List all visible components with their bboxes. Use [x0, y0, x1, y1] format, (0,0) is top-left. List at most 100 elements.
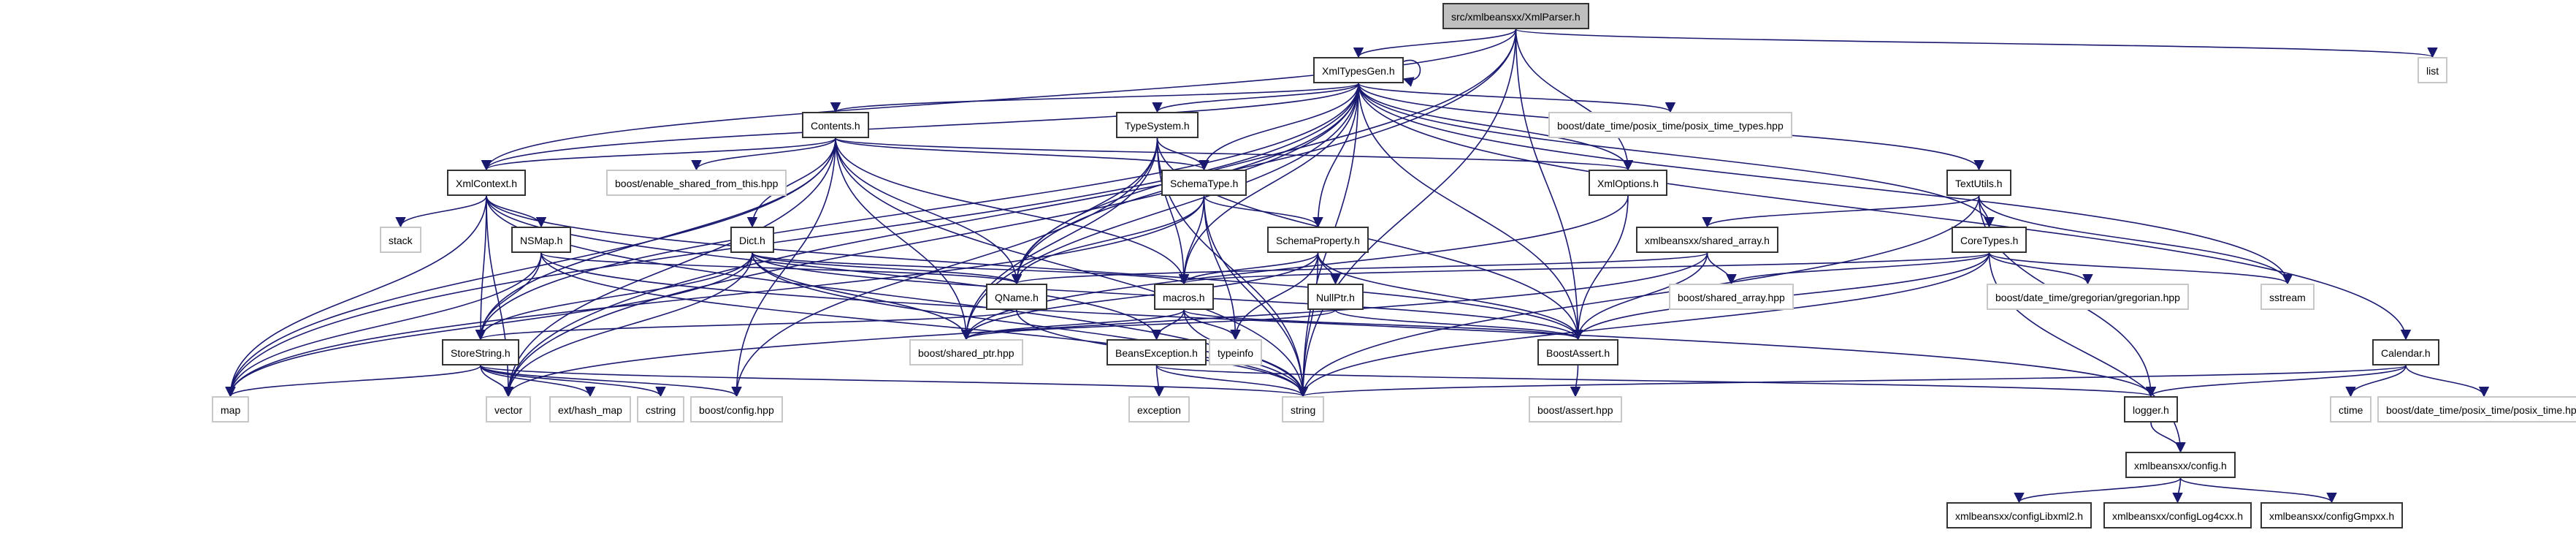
- node-xml-parser[interactable]: src/xmlbeansxx/XmlParser.h: [1442, 3, 1589, 29]
- node-dict[interactable]: Dict.h: [730, 227, 774, 253]
- edge-sharedArrayH-to-vector: [503, 252, 1708, 398]
- edge-CoreTypes-to-string: [1297, 252, 1990, 398]
- edge-Contents-to-SchemaType: [835, 137, 1209, 171]
- edge-XmlTypesGen-to-XmlTypesGen: [1402, 59, 1421, 87]
- edge-XmlParser-to-vector: [502, 29, 1517, 398]
- edge-TypeSystem-to-sharedPtr: [960, 137, 1158, 341]
- edge-SchemaProperty-to-BoostAssert: [1317, 252, 1583, 341]
- node-q-name[interactable]: QName.h: [986, 284, 1047, 310]
- node-xml-context[interactable]: XmlContext.h: [447, 170, 527, 196]
- edge-SchemaProperty-to-typeinfo: [1230, 252, 1319, 341]
- edge-XmlContext-to-StoreString: [475, 195, 487, 341]
- edge-XmlTypesGen-to-TypeSystem: [1152, 83, 1359, 113]
- edge-StoreString-to-string: [480, 365, 1308, 398]
- node-stack: stack: [380, 227, 421, 253]
- node-xml-types-gen[interactable]: XmlTypesGen.h: [1313, 57, 1404, 83]
- edge-Contents-to-XmlOptions: [835, 137, 1633, 171]
- edge-SchemaType-to-SchemaProperty: [1203, 195, 1323, 228]
- edge-XmlTypesGen-to-posixTypes: [1358, 83, 1675, 113]
- node-xml-options[interactable]: XmlOptions.h: [1589, 170, 1668, 196]
- edge-SchemaType-to-macros: [1178, 195, 1205, 285]
- node-shared-array-h[interactable]: xmlbeansxx/shared_array.h: [1636, 227, 1778, 253]
- node-n-s-map[interactable]: NSMap.h: [511, 227, 572, 253]
- edge-NSMap-to-QName: [540, 252, 1022, 285]
- edge-config-to-configGmpxx: [2179, 477, 2337, 504]
- edge-XmlTypesGen-to-Calendar: [1358, 83, 2412, 341]
- edge-NSMap-to-map: [225, 252, 542, 398]
- node-config-libxml2[interactable]: xmlbeansxx/configLibxml2.h: [1946, 502, 2092, 528]
- edge-XmlContext-to-map: [225, 195, 487, 398]
- edge-config-to-configLog4cxx: [2172, 477, 2183, 504]
- node-boost-assert-hpp: boost/assert.hpp: [1529, 396, 1622, 423]
- node-config[interactable]: xmlbeansxx/config.h: [2125, 452, 2236, 478]
- node-exception: exception: [1128, 396, 1190, 423]
- edge-XmlParser-to-QName: [1011, 29, 1517, 285]
- node-text-utils[interactable]: TextUtils.h: [1946, 170, 2011, 196]
- node-contents[interactable]: Contents.h: [802, 112, 869, 138]
- edge-XmlParser-to-string: [1297, 29, 1517, 398]
- edge-XmlTypesGen-to-XmlOptions: [1358, 83, 1634, 171]
- node-beans-exception[interactable]: BeansException.h: [1107, 339, 1207, 365]
- edge-Calendar-to-logger: [2146, 365, 2407, 398]
- edge-Contents-to-string: [835, 137, 1309, 398]
- node-schema-property[interactable]: SchemaProperty.h: [1267, 227, 1369, 253]
- edge-SchemaProperty-to-macros: [1178, 252, 1319, 285]
- edge-XmlTypesGen-to-XmlContext: [481, 83, 1359, 171]
- node-gregorian: boost/date_time/gregorian/gregorian.hpp: [1987, 284, 2189, 310]
- node-boost-config: boost/config.hpp: [690, 396, 783, 423]
- node-core-types[interactable]: CoreTypes.h: [1952, 227, 2027, 253]
- node-enable-shared: boost/enable_shared_from_this.hpp: [606, 170, 787, 196]
- edge-StoreString-to-hashMap: [480, 365, 596, 398]
- edge-XmlParser-to-BoostAssert: [1515, 29, 1583, 341]
- node-config-log4cxx[interactable]: xmlbeansxx/configLog4cxx.h: [2103, 502, 2252, 528]
- edge-Contents-to-XmlContext: [481, 137, 836, 171]
- edge-XmlTypesGen-to-map: [225, 83, 1359, 398]
- node-map: map: [212, 396, 250, 423]
- node-boost-assert[interactable]: BoostAssert.h: [1537, 339, 1619, 365]
- node-posix-time: boost/date_time/posix_time/posix_time.hp…: [2377, 396, 2576, 423]
- edge-SchemaProperty-to-sharedPtr: [960, 252, 1319, 341]
- edge-Contents-to-Dict: [746, 137, 836, 228]
- edge-macros-to-BoostAssert: [1183, 309, 1583, 341]
- edge-XmlTypesGen-to-vector: [502, 83, 1359, 398]
- node-null-ptr[interactable]: NullPtr.h: [1307, 284, 1364, 310]
- node-cstring: cstring: [637, 396, 685, 423]
- edge-XmlTypesGen-to-Contents: [830, 83, 1359, 113]
- edge-XmlTypesGen-to-macros: [1178, 83, 1359, 285]
- edge-sharedArrayH-to-BoostAssert: [1572, 252, 1708, 341]
- node-vector: vector: [486, 396, 532, 423]
- edge-QName-to-StoreString: [475, 309, 1017, 341]
- node-sstream: sstream: [2260, 284, 2315, 310]
- edge-TypeSystem-to-QName: [1011, 137, 1158, 285]
- edge-macros-to-sharedPtr: [960, 309, 1185, 341]
- node-logger[interactable]: logger.h: [2124, 396, 2178, 423]
- node-macros[interactable]: macros.h: [1154, 284, 1214, 310]
- node-config-gmpxx[interactable]: xmlbeansxx/configGmpxx.h: [2260, 502, 2404, 528]
- edge-CoreTypes-to-macros: [1179, 252, 1990, 285]
- node-shared-ptr: boost/shared_ptr.hpp: [909, 339, 1023, 365]
- edge-XmlTypesGen-to-BoostAssert: [1358, 83, 1583, 341]
- edge-Calendar-to-posixTime: [2405, 365, 2490, 398]
- edge-BeansException-to-exception: [1153, 365, 1165, 398]
- node-store-string[interactable]: StoreString.h: [442, 339, 519, 365]
- edge-Contents-to-map: [225, 137, 836, 398]
- edge-XmlTypesGen-to-sstream: [1358, 83, 2293, 285]
- edge-SchemaType-to-string: [1203, 195, 1309, 398]
- node-schema-type[interactable]: SchemaType.h: [1161, 170, 1247, 196]
- node-hash-map: ext/hash_map: [549, 396, 631, 423]
- edge-Dict-to-string: [752, 252, 1309, 398]
- edge-Dict-to-vector: [502, 252, 753, 398]
- edge-Contents-to-macros: [835, 137, 1190, 285]
- edge-XmlParser-to-XmlOptions: [1515, 29, 1634, 171]
- edge-XmlTypesGen-to-SchemaType: [1199, 83, 1359, 171]
- edge-config-to-configLibxml2: [2014, 477, 2182, 504]
- edge-Contents-to-enableShared: [691, 137, 836, 171]
- node-string: string: [1282, 396, 1325, 423]
- node-type-system[interactable]: TypeSystem.h: [1116, 112, 1199, 138]
- edge-TextUtils-to-sharedArrayH: [1702, 195, 1980, 228]
- node-calendar[interactable]: Calendar.h: [2372, 339, 2439, 365]
- edge-logger-to-config: [2150, 422, 2186, 453]
- edge-XmlParser-to-XmlContext: [481, 29, 1517, 171]
- edge-macros-to-BeansException: [1151, 309, 1185, 341]
- edge-XmlParser-to-list: [1515, 29, 2437, 58]
